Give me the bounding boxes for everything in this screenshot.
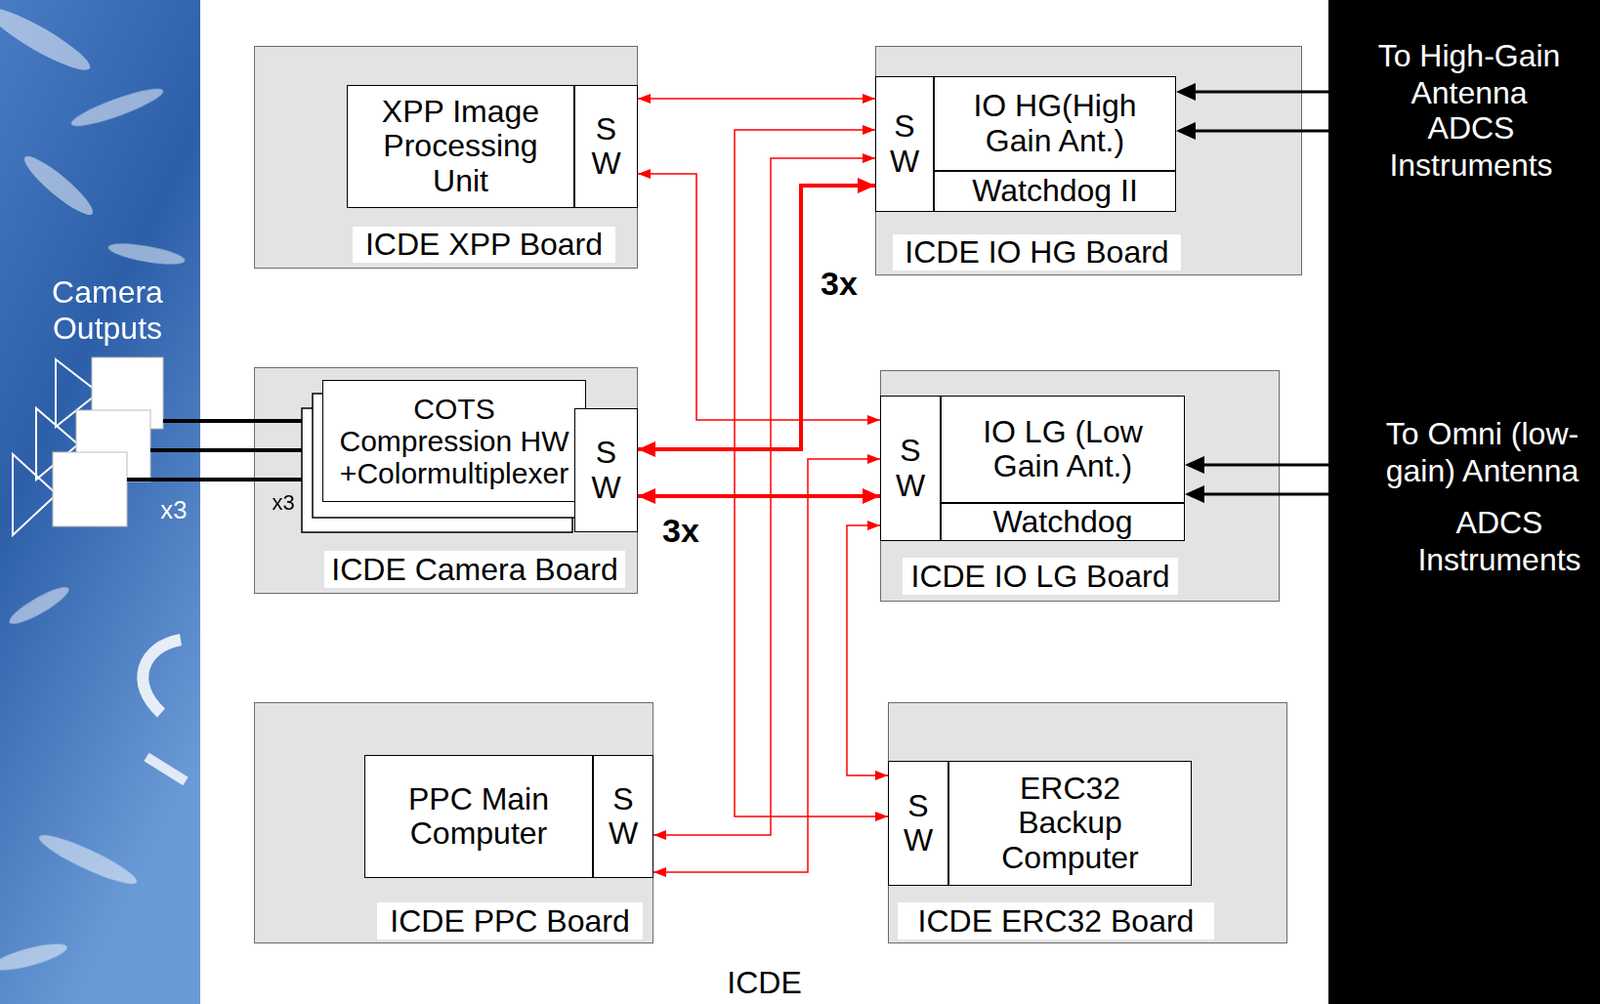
- io-box: IO LG (Low Gain Ant.): [940, 395, 1185, 504]
- multiplicity-label: 3x: [659, 510, 703, 550]
- compression-box: COTS Compression HW +Colormultiplexer: [322, 379, 587, 503]
- io-box: IO HG(High Gain Ant.): [933, 76, 1177, 171]
- board-name: ICDE IO LG Board: [902, 557, 1179, 595]
- link-caption: ADCS Instruments: [1391, 504, 1600, 579]
- circuit-board: ICDE PPC Board PPC Main Computer S W: [253, 702, 654, 944]
- arrow-head: [1176, 122, 1196, 140]
- arrow-head: [1176, 83, 1196, 101]
- switch-box: S W: [592, 755, 654, 879]
- cloud-streaks: [0, 0, 187, 976]
- earth-photo: [0, 0, 201, 1004]
- signal-line: [734, 129, 888, 817]
- system-frame: ICDE ICDE XPP Board XPP Image Processing U…: [200, 0, 1329, 1004]
- switch-label: S W: [900, 789, 935, 858]
- signal-line: [653, 158, 876, 836]
- switch-box: S W: [880, 395, 941, 542]
- unit-name: IO LG (Low Gain Ant.): [965, 415, 1161, 484]
- cloud-swirl: [146, 757, 186, 782]
- count-mark: x3: [154, 496, 194, 524]
- computer-box: PPC Main Computer: [364, 755, 593, 879]
- watchdog-box: Watchdog: [940, 503, 1185, 542]
- frame-title: ICDE: [200, 963, 1329, 1003]
- board-name: ICDE PPC Board: [377, 902, 643, 940]
- camera-lens: [12, 454, 57, 536]
- switch-label: S W: [892, 433, 927, 503]
- board-name: ICDE XPP Board: [352, 226, 616, 263]
- cloud: [0, 938, 70, 976]
- cloud: [18, 149, 99, 221]
- switch-label: S W: [589, 435, 624, 505]
- circuit-board: ICDE ERC32 Board S W ERC32 Backup Computer: [887, 702, 1288, 944]
- switch-label: S W: [886, 109, 922, 178]
- unit-name: XPP Image Processing Unit: [363, 94, 559, 199]
- unit-name: Watchdog II: [971, 173, 1138, 209]
- computer-box: ERC32 Backup Computer: [948, 760, 1192, 886]
- switch-label: S W: [589, 112, 624, 181]
- link-caption: To High-Gain Antenna: [1351, 37, 1587, 112]
- unit-name: COTS Compression HW +Colormultiplexer: [328, 392, 581, 490]
- switch-box: S W: [887, 760, 949, 886]
- cloud: [106, 239, 187, 269]
- switch-box: S W: [875, 76, 934, 212]
- board-name: ICDE ERC32 Board: [897, 902, 1215, 940]
- signal-line: [653, 459, 881, 873]
- processor-box: XPP Image Processing Unit: [346, 84, 575, 209]
- switch-box: S W: [574, 408, 638, 533]
- board-name: ICDE IO HG Board: [892, 234, 1181, 271]
- unit-name: IO HG(High Gain Ant.): [957, 88, 1153, 158]
- input-wire: [1193, 90, 1329, 94]
- dark-margin: [1328, 0, 1600, 1004]
- cloud-swirl: [142, 639, 181, 714]
- input-wire: [1202, 493, 1329, 497]
- video-wire: [163, 419, 302, 423]
- video-wire: [150, 448, 302, 453]
- camera-caption: Camera Outputs: [29, 274, 186, 347]
- arrow-head: [1184, 485, 1205, 504]
- link-caption: ADCS Instruments: [1353, 109, 1589, 184]
- bus-line: [637, 185, 876, 450]
- link-caption: To Omni (low-gain) Antenna: [1372, 415, 1593, 490]
- count-mark: x3: [263, 490, 303, 516]
- circuit-board: ICDE IO LG Board S W IO LG (Low Gain Ant.)…: [880, 370, 1280, 602]
- camera-body: [52, 452, 127, 527]
- input-wire: [1202, 463, 1329, 467]
- cloud: [68, 82, 167, 132]
- switch-label: S W: [605, 782, 640, 851]
- cloud: [5, 582, 74, 631]
- watchdog-box: Watchdog II: [933, 170, 1177, 212]
- switch-box: S W: [574, 84, 638, 209]
- board-name: ICDE Camera Board: [324, 550, 626, 589]
- unit-name: PPC Main Computer: [380, 782, 577, 851]
- arrow-head: [1184, 456, 1205, 474]
- panel-ground: [200, 0, 1329, 1004]
- input-wire: [1193, 129, 1329, 133]
- circuit-board: ICDE IO HG Board S W IO HG(High Gain Ant.)…: [875, 45, 1303, 276]
- video-wire: [126, 477, 302, 482]
- circuit-board: ICDE Camera Board COTS Compression HW +Co…: [253, 367, 638, 594]
- circuit-board: ICDE XPP Board XPP Image Processing Unit S…: [253, 45, 638, 269]
- unit-name: ERC32 Backup Computer: [977, 771, 1164, 876]
- bus-line: [637, 494, 881, 499]
- unit-name: Watchdog: [993, 505, 1134, 540]
- signal-line: [637, 173, 881, 421]
- signal-line: [637, 97, 876, 100]
- cloud: [35, 828, 141, 892]
- cloud: [0, 0, 96, 79]
- multiplicity-label: 3x: [817, 263, 861, 303]
